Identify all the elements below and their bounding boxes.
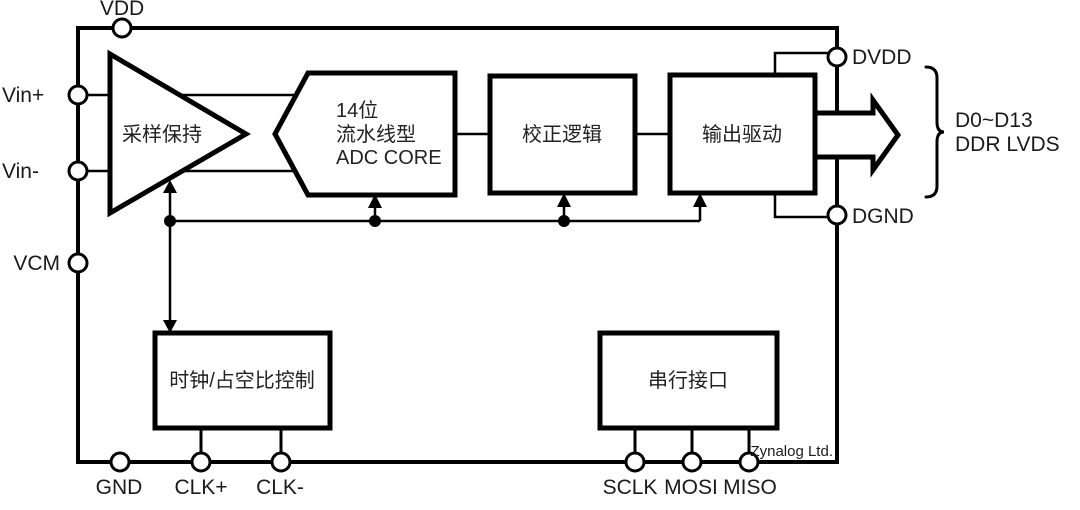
calibration-label: 校正逻辑 <box>522 123 602 146</box>
arrowhead-adc-icon <box>368 194 382 208</box>
pin-label-gnd: GND <box>96 476 143 499</box>
output-bus-label-line2: DDR LVDS <box>955 133 1060 156</box>
pin-vin-minus <box>67 160 89 182</box>
arrowhead-driver-icon <box>693 193 707 207</box>
pin-dgnd <box>826 204 848 226</box>
driver-to-dvdd-wire <box>773 51 832 75</box>
pin-clk-plus <box>190 451 212 473</box>
adc-core-label-line3: ADC CORE <box>336 147 442 169</box>
adc-core-label-line2: 流水线型 <box>336 123 416 146</box>
chip-outline <box>76 26 839 464</box>
pin-label-vdd: VDD <box>100 0 144 20</box>
pin-label-dgnd: DGND <box>852 205 914 228</box>
pin-label-miso: MISO <box>723 476 777 499</box>
pin-vcm <box>67 252 89 274</box>
calibration-block <box>487 73 638 196</box>
pin-label-clk-minus: CLK- <box>256 476 304 499</box>
junction-dot <box>369 215 381 227</box>
arrowhead-calibration-icon <box>557 193 571 207</box>
clock-control-block <box>152 330 333 431</box>
sample-hold-block <box>107 49 251 218</box>
pin-clk-minus <box>270 451 292 473</box>
pin-label-vcm: VCM <box>13 252 60 275</box>
pin-label-clk-plus: CLK+ <box>174 476 227 499</box>
pin-label-mosi: MOSI <box>664 476 718 499</box>
pin-vdd <box>111 17 133 39</box>
adc-core-label-line1: 14位 <box>336 99 378 122</box>
pin-label-dvdd: DVDD <box>852 46 912 69</box>
pin-mosi <box>681 451 703 473</box>
arrowhead-sample-hold-icon <box>163 180 177 193</box>
output-bus-brace <box>924 65 945 199</box>
junction-dot <box>164 215 176 227</box>
adc-core-block <box>272 70 458 198</box>
pin-label-vin-plus: Vin+ <box>2 84 44 107</box>
clock-control-label: 时钟/占空比控制 <box>169 369 315 392</box>
pin-sclk <box>624 451 646 473</box>
output-driver-label: 输出驱动 <box>702 123 782 146</box>
pin-dvdd <box>826 46 848 68</box>
arrowhead-clock-control-icon <box>163 320 177 333</box>
driver-to-dgnd-wire <box>773 193 832 219</box>
pin-label-sclk: SCLK <box>603 476 658 499</box>
output-data-arrow <box>812 92 902 178</box>
pin-miso <box>738 451 760 473</box>
output-driver-block <box>667 72 818 196</box>
pin-label-vin-minus: Vin- <box>2 160 39 183</box>
serial-interface-block <box>597 330 780 431</box>
sample-hold-label: 采样保持 <box>122 123 202 146</box>
pin-vin-plus <box>67 84 89 106</box>
junction-dot <box>558 215 570 227</box>
pin-gnd <box>109 451 131 473</box>
company-label: Zynalog Ltd. <box>750 443 833 460</box>
serial-interface-label: 串行接口 <box>648 369 728 392</box>
output-bus-label-line1: D0~D13 <box>955 109 1033 132</box>
